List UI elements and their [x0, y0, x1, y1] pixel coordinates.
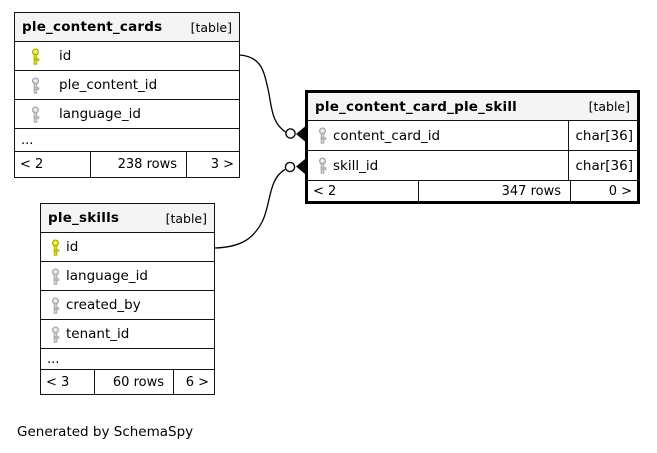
column-name: id [59, 48, 72, 64]
table-footer: < 2 347 rows 0 > [308, 180, 637, 201]
table-name[interactable]: ple_content_card_ple_skill [315, 98, 517, 115]
children-count: 0 > [570, 181, 637, 201]
parents-count: < 3 [46, 374, 70, 390]
column-name: ple_content_id [59, 77, 158, 93]
column-row-id: id [15, 41, 239, 70]
children-count: 6 > [173, 370, 214, 394]
column-type: char[36] [568, 151, 637, 180]
column-row-skill-id: skill_id char[36] [308, 150, 637, 180]
more-columns-row: ... [41, 348, 214, 369]
column-row-ple-content-id: ple_content_id [15, 70, 239, 99]
column-name: language_id [66, 268, 148, 284]
foreign-key-icon [318, 157, 327, 174]
circle-marker-icon [284, 161, 296, 173]
generated-by-note: Generated by SchemaSpy [17, 424, 194, 440]
table-name[interactable]: ple_skills [48, 210, 120, 226]
foreign-key-icon [31, 106, 40, 123]
foreign-key-icon [51, 297, 60, 314]
column-row-id: id [41, 232, 214, 261]
table-type-label: [table] [588, 99, 630, 114]
table-ple-skills[interactable]: ple_skills [table] id language_id create… [40, 203, 215, 395]
table-header[interactable]: ple_content_cards [table] [15, 13, 239, 41]
column-name: content_card_id [333, 127, 441, 144]
foreign-key-icon [318, 127, 327, 144]
column-row-created-by: created_by [41, 290, 214, 319]
table-name[interactable]: ple_content_cards [22, 19, 163, 35]
arrowhead-icon [296, 126, 305, 142]
foreign-key-icon [51, 268, 60, 285]
circle-marker-icon [285, 128, 296, 139]
table-footer: < 3 60 rows 6 > [41, 369, 214, 394]
ellipsis-label: ... [47, 351, 60, 367]
relationship-edge-skills [214, 168, 286, 249]
column-name: skill_id [333, 157, 379, 174]
column-name: tenant_id [66, 326, 130, 342]
primary-key-icon [51, 239, 60, 256]
children-count: 3 > [186, 152, 239, 177]
more-columns-row: ... [15, 128, 239, 151]
column-name: id [66, 239, 79, 255]
column-type: char[36] [568, 121, 637, 150]
table-ple-content-cards[interactable]: ple_content_cards [table] id ple_content… [14, 12, 240, 178]
column-row-tenant-id: tenant_id [41, 319, 214, 348]
row-count: 238 rows [90, 152, 186, 177]
table-type-label: [table] [165, 210, 207, 226]
ellipsis-label: ... [21, 132, 34, 148]
table-header[interactable]: ple_skills [table] [41, 204, 214, 232]
table-type-label: [table] [190, 19, 232, 35]
column-row-language-id: language_id [41, 261, 214, 290]
row-count: 347 rows [418, 181, 570, 201]
relationship-edge-content-cards [239, 54, 286, 133]
arrowhead-icon [296, 159, 305, 174]
parents-count: < 2 [313, 183, 337, 199]
column-row-content-card-id: content_card_id char[36] [308, 120, 637, 150]
primary-key-icon [31, 48, 40, 65]
foreign-key-icon [31, 77, 40, 94]
table-ple-content-card-ple-skill[interactable]: ple_content_card_ple_skill [table] conte… [305, 90, 640, 204]
table-footer: < 2 238 rows 3 > [15, 151, 239, 177]
column-row-language-id: language_id [15, 99, 239, 128]
row-count: 60 rows [94, 370, 173, 394]
table-header[interactable]: ple_content_card_ple_skill [table] [308, 93, 637, 120]
parents-count: < 2 [20, 157, 44, 172]
column-name: language_id [59, 106, 141, 122]
foreign-key-icon [51, 326, 60, 343]
column-name: created_by [66, 297, 141, 313]
